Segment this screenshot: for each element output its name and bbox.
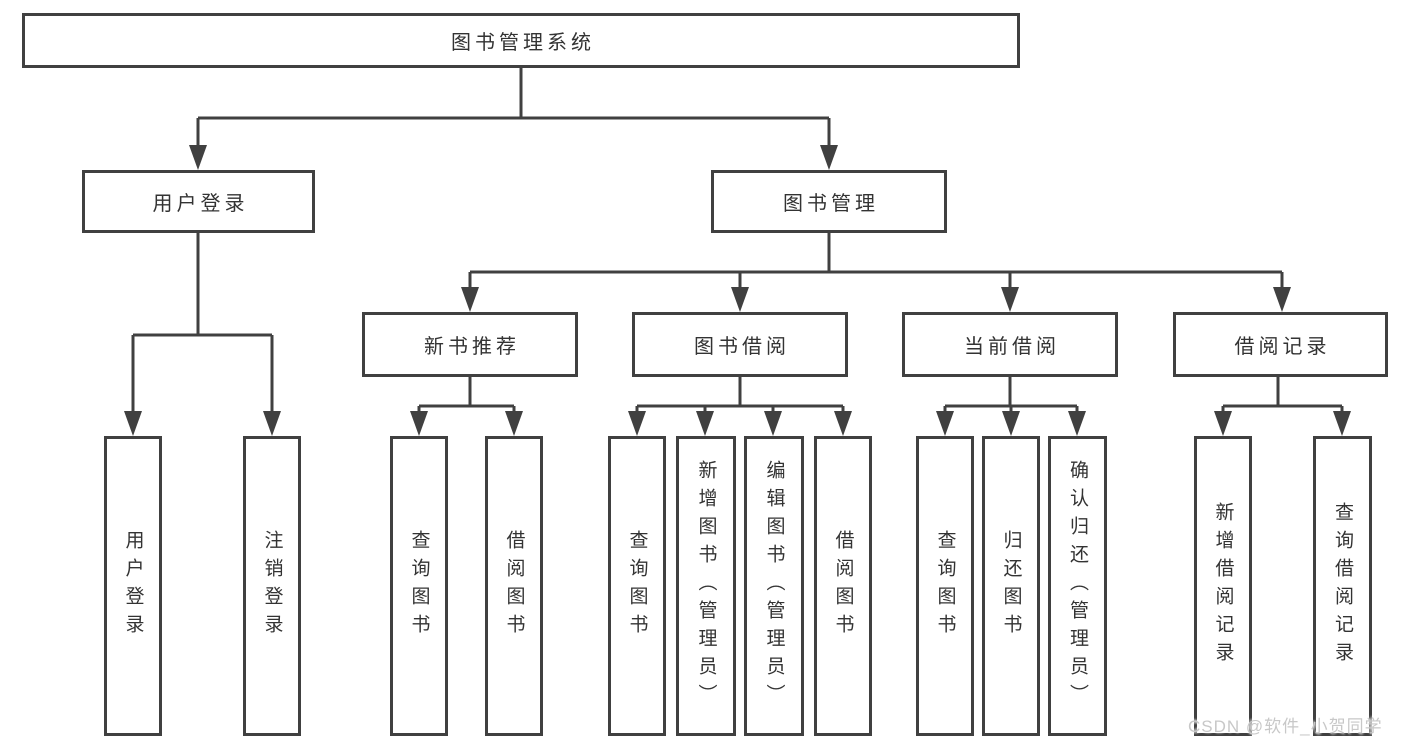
node-user-login-label: 用户登录 (152, 193, 249, 215)
node-leaf-query-books-borrowing: 查询图书 (608, 436, 666, 736)
csdn-watermark: CSDN @软件_小贺同学 (1188, 717, 1383, 736)
node-book-borrowing: 图书借阅 (632, 312, 848, 377)
node-leaf-query-books-recommend: 查询图书 (390, 436, 448, 736)
node-borrowing-records-label: 借阅记录 (1234, 336, 1331, 358)
node-root-label: 图书管理系统 (451, 32, 595, 54)
node-leaf-user-login-label: 用户登录 (122, 530, 144, 642)
node-leaf-query-books-current: 查询图书 (916, 436, 974, 736)
node-new-book-recommend: 新书推荐 (362, 312, 578, 377)
node-leaf-borrow-books-label: 借阅图书 (832, 530, 854, 642)
node-leaf-query-borrow-record: 查询借阅记录 (1313, 436, 1372, 736)
node-leaf-add-book-admin-label: 新增图书（管理员） (695, 460, 717, 712)
node-book-management: 图书管理 (711, 170, 947, 233)
node-leaf-confirm-return-admin: 确认归还（管理员） (1048, 436, 1107, 736)
node-leaf-user-login: 用户登录 (104, 436, 162, 736)
node-leaf-edit-book-admin: 编辑图书（管理员） (744, 436, 804, 736)
node-leaf-borrow-books-recommend: 借阅图书 (485, 436, 543, 736)
node-leaf-query-books-current-label: 查询图书 (934, 530, 956, 642)
node-leaf-confirm-return-admin-label: 确认归还（管理员） (1067, 460, 1088, 712)
node-leaf-logout-label: 注销登录 (261, 530, 283, 642)
node-leaf-query-borrow-record-label: 查询借阅记录 (1332, 502, 1353, 670)
node-leaf-query-books-recommend-label: 查询图书 (408, 530, 430, 642)
node-current-borrowing: 当前借阅 (902, 312, 1118, 377)
node-leaf-logout: 注销登录 (243, 436, 301, 736)
node-book-borrowing-label: 图书借阅 (694, 336, 790, 358)
node-root: 图书管理系统 (22, 13, 1020, 68)
node-leaf-borrow-books-recommend-label: 借阅图书 (503, 530, 525, 642)
node-leaf-add-book-admin: 新增图书（管理员） (676, 436, 736, 736)
node-leaf-query-books-borrowing-label: 查询图书 (626, 530, 648, 642)
node-leaf-borrow-books: 借阅图书 (814, 436, 872, 736)
node-new-book-recommend-label: 新书推荐 (424, 336, 520, 358)
node-leaf-edit-book-admin-label: 编辑图书（管理员） (763, 460, 785, 712)
node-current-borrowing-label: 当前借阅 (964, 336, 1060, 358)
node-book-management-label: 图书管理 (783, 193, 879, 215)
node-leaf-return-books: 归还图书 (982, 436, 1040, 736)
node-leaf-add-borrow-record: 新增借阅记录 (1194, 436, 1252, 736)
node-leaf-return-books-label: 归还图书 (1000, 530, 1022, 642)
node-borrowing-records: 借阅记录 (1173, 312, 1388, 377)
node-leaf-add-borrow-record-label: 新增借阅记录 (1212, 502, 1234, 670)
node-user-login: 用户登录 (82, 170, 315, 233)
